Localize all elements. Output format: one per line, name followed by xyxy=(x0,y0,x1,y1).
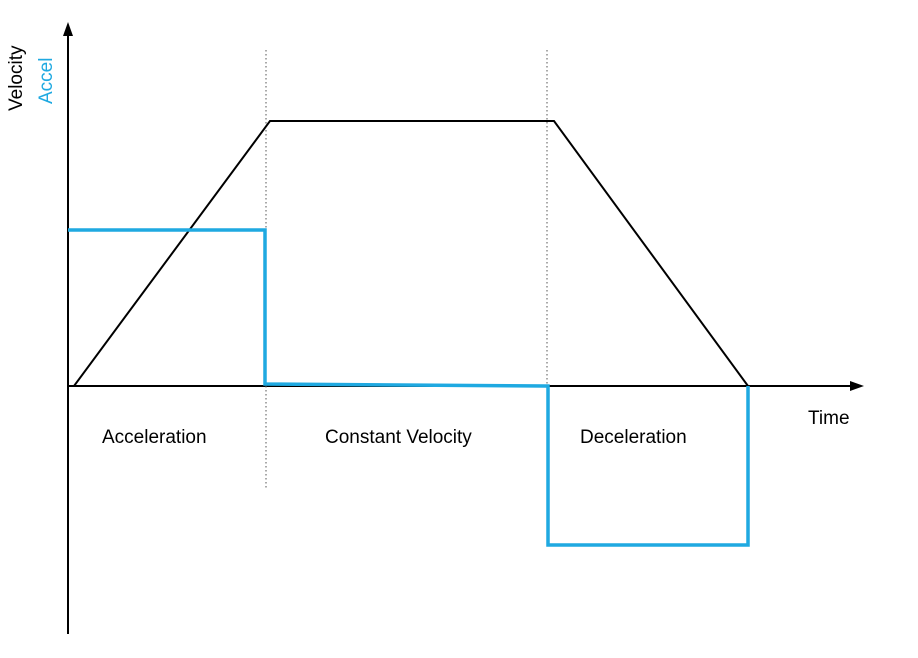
acceleration-profile-line xyxy=(68,228,750,547)
y-axis-arrowhead xyxy=(63,22,73,36)
phase-label-acceleration: Acceleration xyxy=(102,427,207,448)
phase-label-deceleration: Deceleration xyxy=(580,427,687,448)
y-axis-title-accel: Accel xyxy=(36,58,57,104)
x-axis-title-time: Time xyxy=(808,408,850,429)
phase-label-constant-velocity: Constant Velocity xyxy=(325,427,472,448)
velocity-profile-line xyxy=(73,120,749,387)
y-axis-title-velocity: Velocity xyxy=(6,45,27,111)
x-axis-arrowhead xyxy=(850,381,864,391)
